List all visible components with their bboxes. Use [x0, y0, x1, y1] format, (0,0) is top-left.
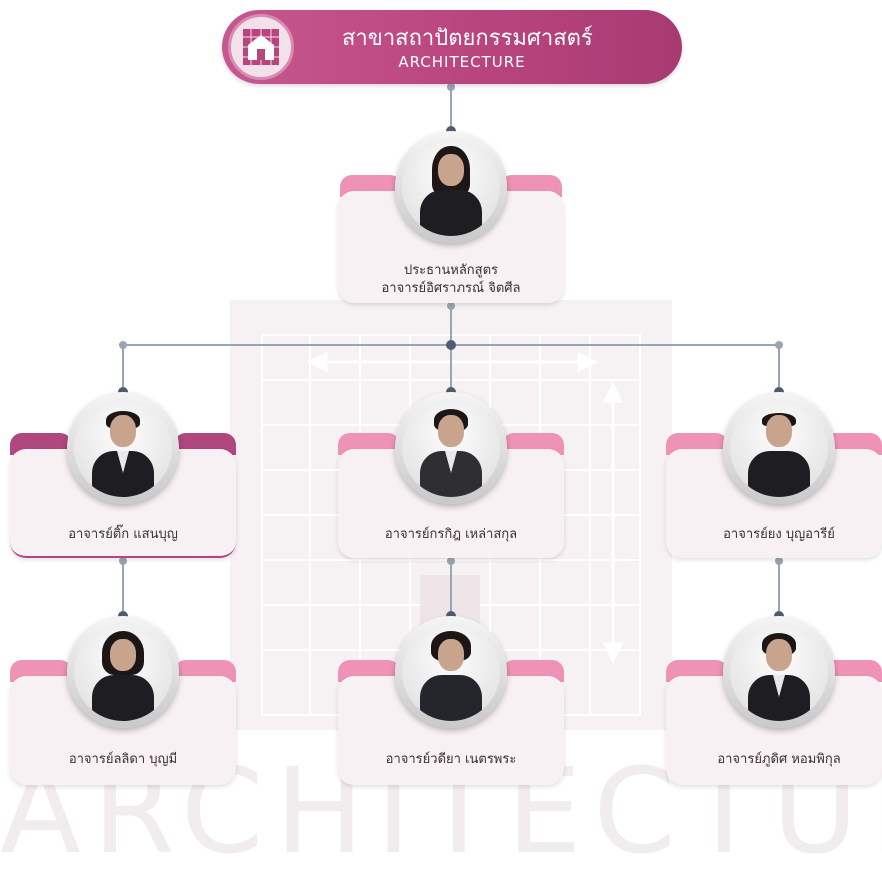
member-photo	[67, 392, 179, 504]
member-photo	[67, 616, 179, 728]
header-banner: สาขาสถาปัตยกรรมศาสตร์ ARCHITECTURE	[222, 10, 682, 84]
chair-name: อาจารย์อิศราภรณ์ จิตศีล	[381, 281, 521, 296]
member-name: อาจารย์วดียา เนตรพระ	[385, 752, 517, 767]
header-subtitle: ARCHITECTURE	[398, 53, 526, 71]
member-photo	[395, 616, 507, 728]
member-card: อาจารย์ลลิดา บุญมี	[10, 660, 236, 785]
header-title: สาขาสถาปัตยกรรมศาสตร์	[342, 26, 593, 51]
member-photo	[723, 616, 835, 728]
chair-role: ประธานหลักสูตร	[403, 263, 499, 278]
member-name: อาจารย์ภูดิศ หอมพิกุล	[717, 752, 841, 767]
member-photo	[723, 392, 835, 504]
house-icon	[228, 14, 294, 80]
chair-photo	[395, 131, 507, 243]
member-name: อาจารย์ลลิดา บุญมี	[68, 752, 178, 767]
member-name: อาจารย์กรกิฎ เหล่าสกุล	[384, 527, 518, 542]
member-photo	[395, 392, 507, 504]
member-name: อาจารย์ยง บุญอารีย์	[723, 527, 835, 542]
member-name: อาจารย์ติ๊ก แสนบุญ	[68, 527, 178, 542]
